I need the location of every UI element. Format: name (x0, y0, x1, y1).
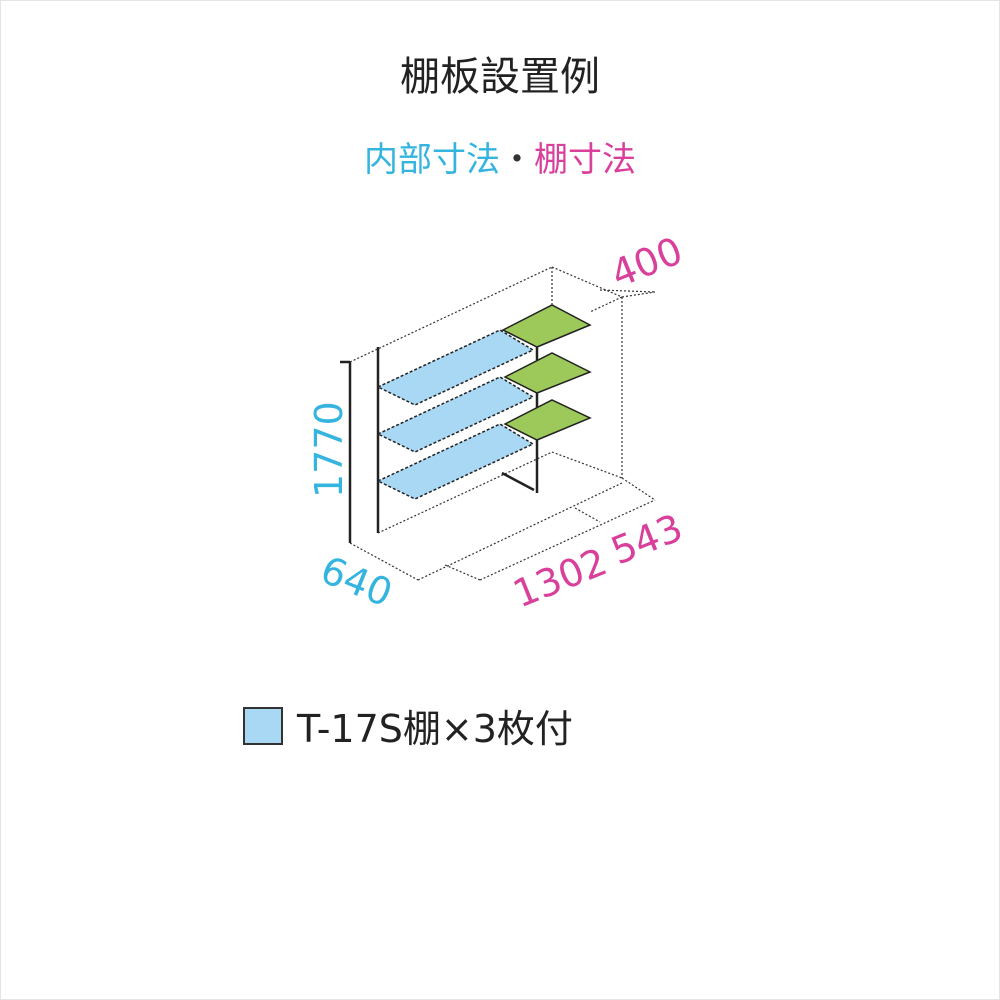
separator: ・ (500, 140, 534, 180)
subtitle: 内部寸法・棚寸法 (0, 132, 1000, 181)
shelf-dimension-label: 棚寸法 (534, 140, 636, 180)
green-shelf-2 (503, 352, 592, 394)
page-title: 棚板設置例 (400, 54, 600, 100)
blue-shelf-1 (376, 329, 535, 406)
storage-outline (349, 266, 656, 581)
green-shelf-1 (501, 304, 592, 348)
dim-543: 543 (605, 505, 689, 573)
blue-shelf-2 (376, 376, 535, 453)
dim-1302: 1302 (507, 539, 613, 616)
dim-640: 640 (315, 548, 399, 616)
green-shelf-3 (503, 399, 592, 441)
green-shelves (501, 304, 592, 441)
legend: T-17S棚×3枚付 (243, 698, 573, 753)
blue-shelves (376, 329, 535, 500)
dim-1770: 1770 (307, 401, 351, 498)
inner-dimension-label: 内部寸法 (364, 140, 500, 180)
blue-shelf-3 (376, 423, 535, 500)
dim-400: 400 (605, 228, 689, 296)
legend-label: T-17S棚×3枚付 (297, 707, 573, 751)
legend-swatch-blue (243, 706, 283, 745)
